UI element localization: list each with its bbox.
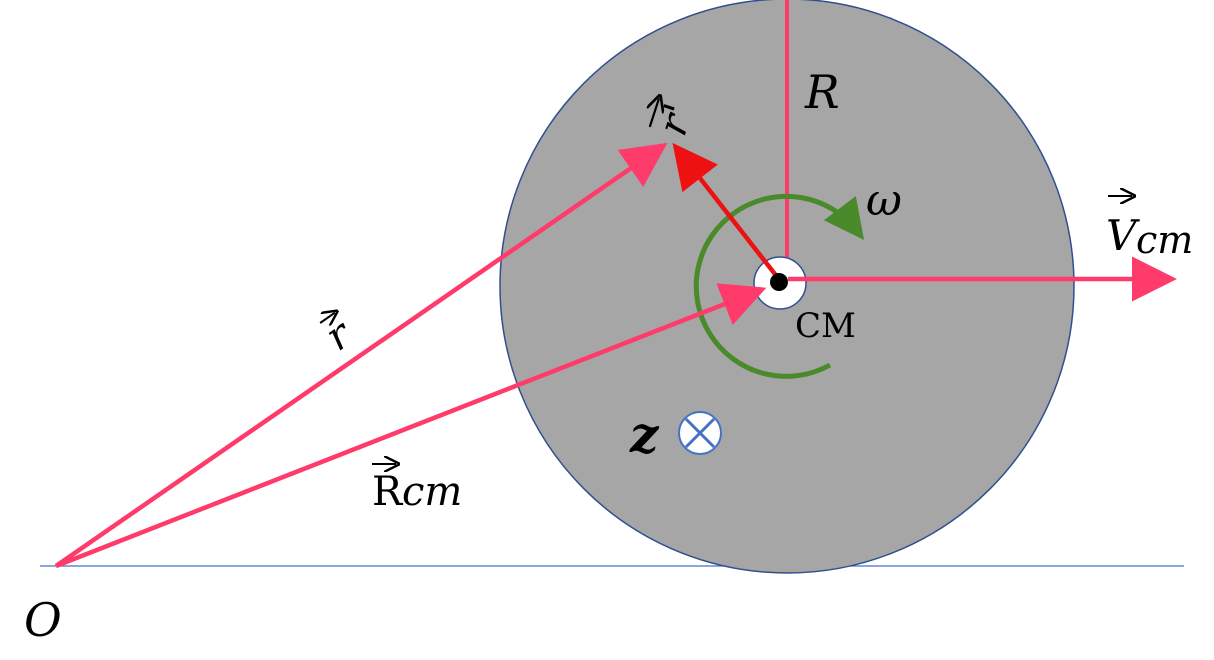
r-vector-text: r (317, 310, 361, 360)
circle-cross-icon (678, 411, 722, 455)
v-cm-sub-text: cm (1136, 218, 1193, 262)
cm-dot (770, 273, 788, 291)
omega-label: ω (866, 175, 902, 226)
r-cm-main-text: R (372, 469, 404, 515)
omega-rotation-arrow (693, 193, 865, 379)
v-cm-main-text: V (1106, 211, 1140, 260)
origin-label: O (24, 593, 62, 647)
r-vector (54, 142, 668, 568)
r-prime-vector (672, 142, 780, 280)
r-vector-overarrow (319, 313, 335, 323)
cm-label: CM (795, 306, 856, 346)
z-label: z (629, 405, 660, 464)
radius-label: R (804, 65, 840, 119)
r-prime-overarrow (650, 98, 659, 128)
r-cm-vector (55, 283, 767, 569)
v-cm-label: V cm (1106, 196, 1193, 262)
r-cm-sub-text: cm (402, 469, 462, 515)
r-vector-label: r (317, 310, 362, 360)
r-cm-label: R cm (372, 464, 462, 515)
